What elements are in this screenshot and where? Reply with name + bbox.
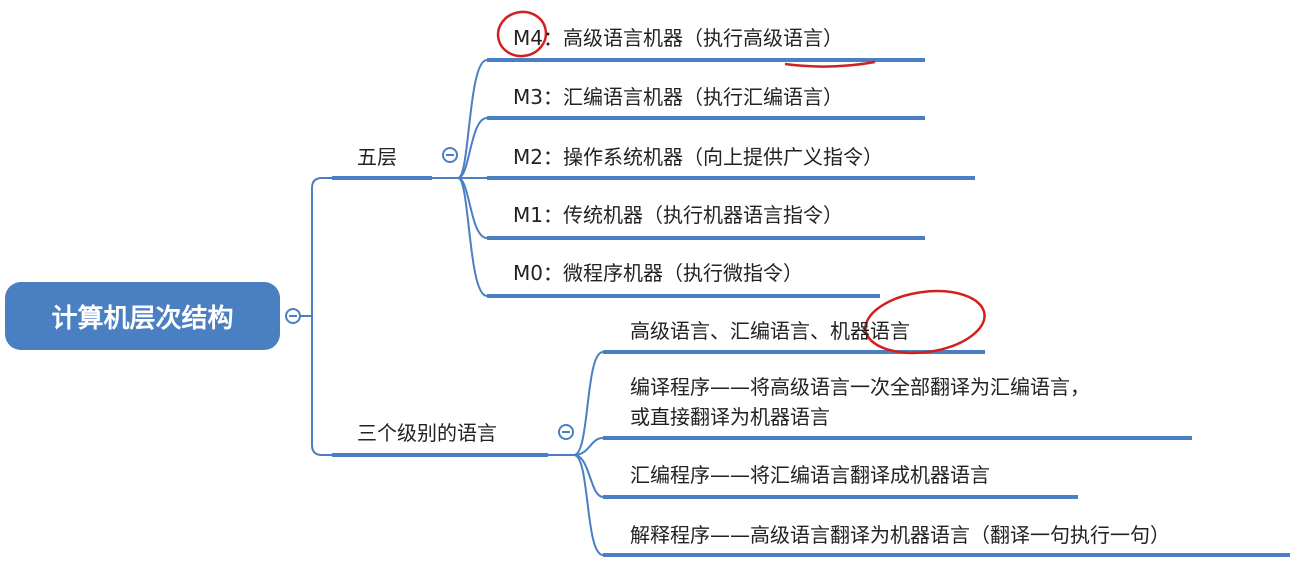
node-assembler[interactable]: 汇编程序——将汇编语言翻译成机器语言 [630, 463, 990, 487]
annotation-circle-m4 [496, 10, 548, 58]
node-m2[interactable]: M2：操作系统机器（向上提供广义指令） [513, 145, 883, 169]
branch-three-languages[interactable]: 三个级别的语言 [357, 421, 497, 445]
node-language-levels[interactable]: 高级语言、汇编语言、机器语言 [630, 319, 910, 343]
root-node[interactable]: 计算机层次结构 [5, 282, 280, 350]
collapse-root-button[interactable] [285, 308, 301, 324]
node-m0[interactable]: M0：微程序机器（执行微指令） [513, 261, 803, 285]
annotation-underline-high-level [784, 60, 876, 68]
node-m3[interactable]: M3：汇编语言机器（执行汇编语言） [513, 85, 843, 109]
branch-five-layers[interactable]: 五层 [357, 145, 397, 169]
root-label: 计算机层次结构 [51, 303, 234, 334]
collapse-languages-button[interactable] [558, 424, 574, 440]
red-annotations [496, 10, 986, 355]
annotation-circle-machine-language [864, 289, 986, 355]
node-interpreter[interactable]: 解释程序——高级语言翻译为机器语言（翻译一句执行一句） [630, 523, 1170, 547]
collapse-five-layers-button[interactable] [442, 147, 458, 163]
node-compiler-line1: 编译程序——将高级语言一次全部翻译为汇编语言， [630, 375, 1090, 399]
node-m1[interactable]: M1：传统机器（执行机器语言指令） [513, 203, 843, 227]
node-compiler-line2: 或直接翻译为机器语言 [630, 405, 830, 429]
node-m4[interactable]: M4：高级语言机器（执行高级语言） [513, 26, 843, 50]
